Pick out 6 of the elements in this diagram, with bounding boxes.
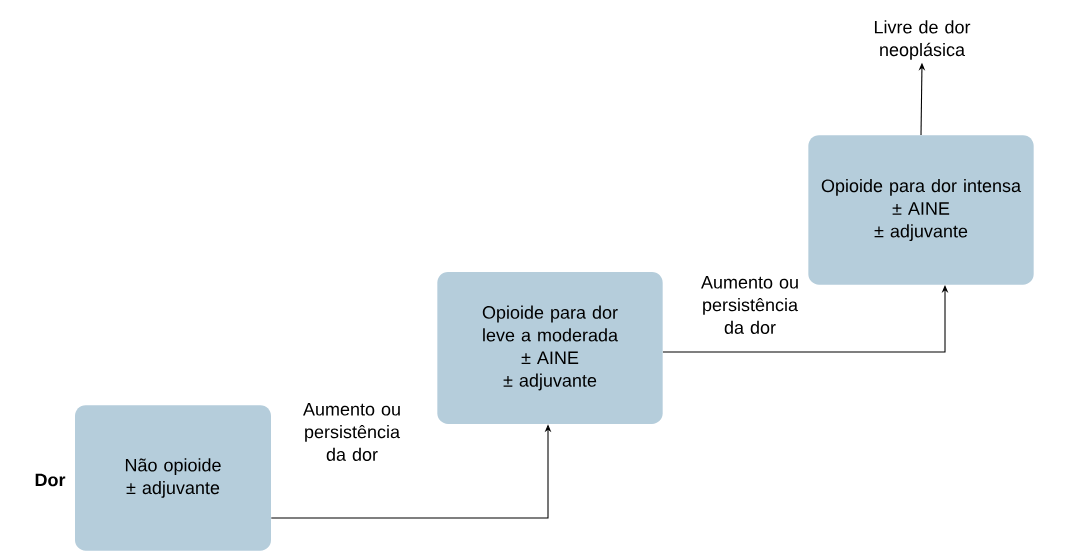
process-box: Não opioide ± adjuvante <box>75 405 271 551</box>
outcome-text: Livre de dor neoplásica <box>874 20 971 60</box>
edge-label: Aumento ou persistência da dor <box>698 274 802 336</box>
process-box: Opioide para dor leve a moderada ± AINE ± adjuvante <box>437 272 663 424</box>
edge-label: Aumento ou persistência da dor <box>300 401 404 463</box>
process-box: Opioide para dor intensa ± AINE ± adjuvante <box>808 135 1034 285</box>
